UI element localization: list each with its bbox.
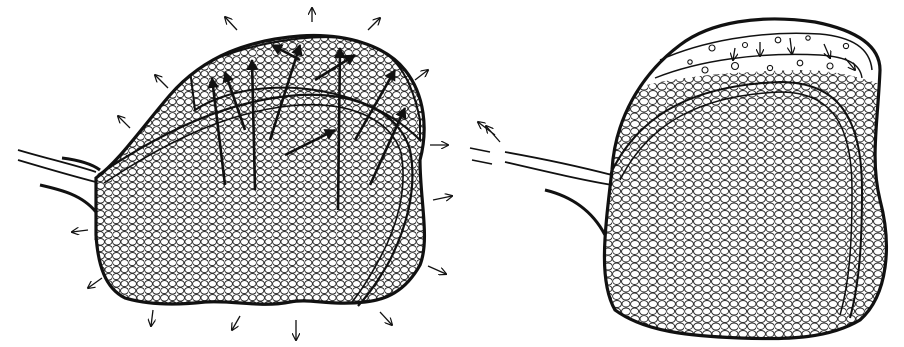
right-panel [470, 19, 895, 345]
arrow-icon [486, 126, 500, 142]
left-panel [18, 8, 452, 340]
arrow-icon [380, 312, 392, 325]
right-tube-break [470, 148, 492, 164]
right-stalk [545, 190, 605, 235]
arrow-icon [118, 116, 130, 128]
arrow-icon [151, 310, 153, 326]
arrow-icon [428, 266, 446, 274]
arrow-icon [72, 230, 88, 232]
right-escaping-arrows [478, 122, 500, 142]
arrow-icon [790, 38, 792, 54]
left-stalk [40, 185, 96, 240]
arrow-icon [415, 70, 428, 80]
arrow-icon [232, 316, 240, 330]
right-inlet-tube [505, 152, 612, 185]
arrow-icon [155, 75, 168, 88]
arrow-icon [433, 196, 452, 200]
right-cell-mass-fill [595, 70, 895, 345]
arrow-icon [368, 18, 380, 30]
left-inlet-tube [18, 150, 96, 182]
arrow-icon [225, 17, 237, 30]
right-surface-particles [688, 36, 849, 73]
arrow-icon [88, 278, 102, 288]
left-cell-mass-fill [96, 36, 424, 305]
